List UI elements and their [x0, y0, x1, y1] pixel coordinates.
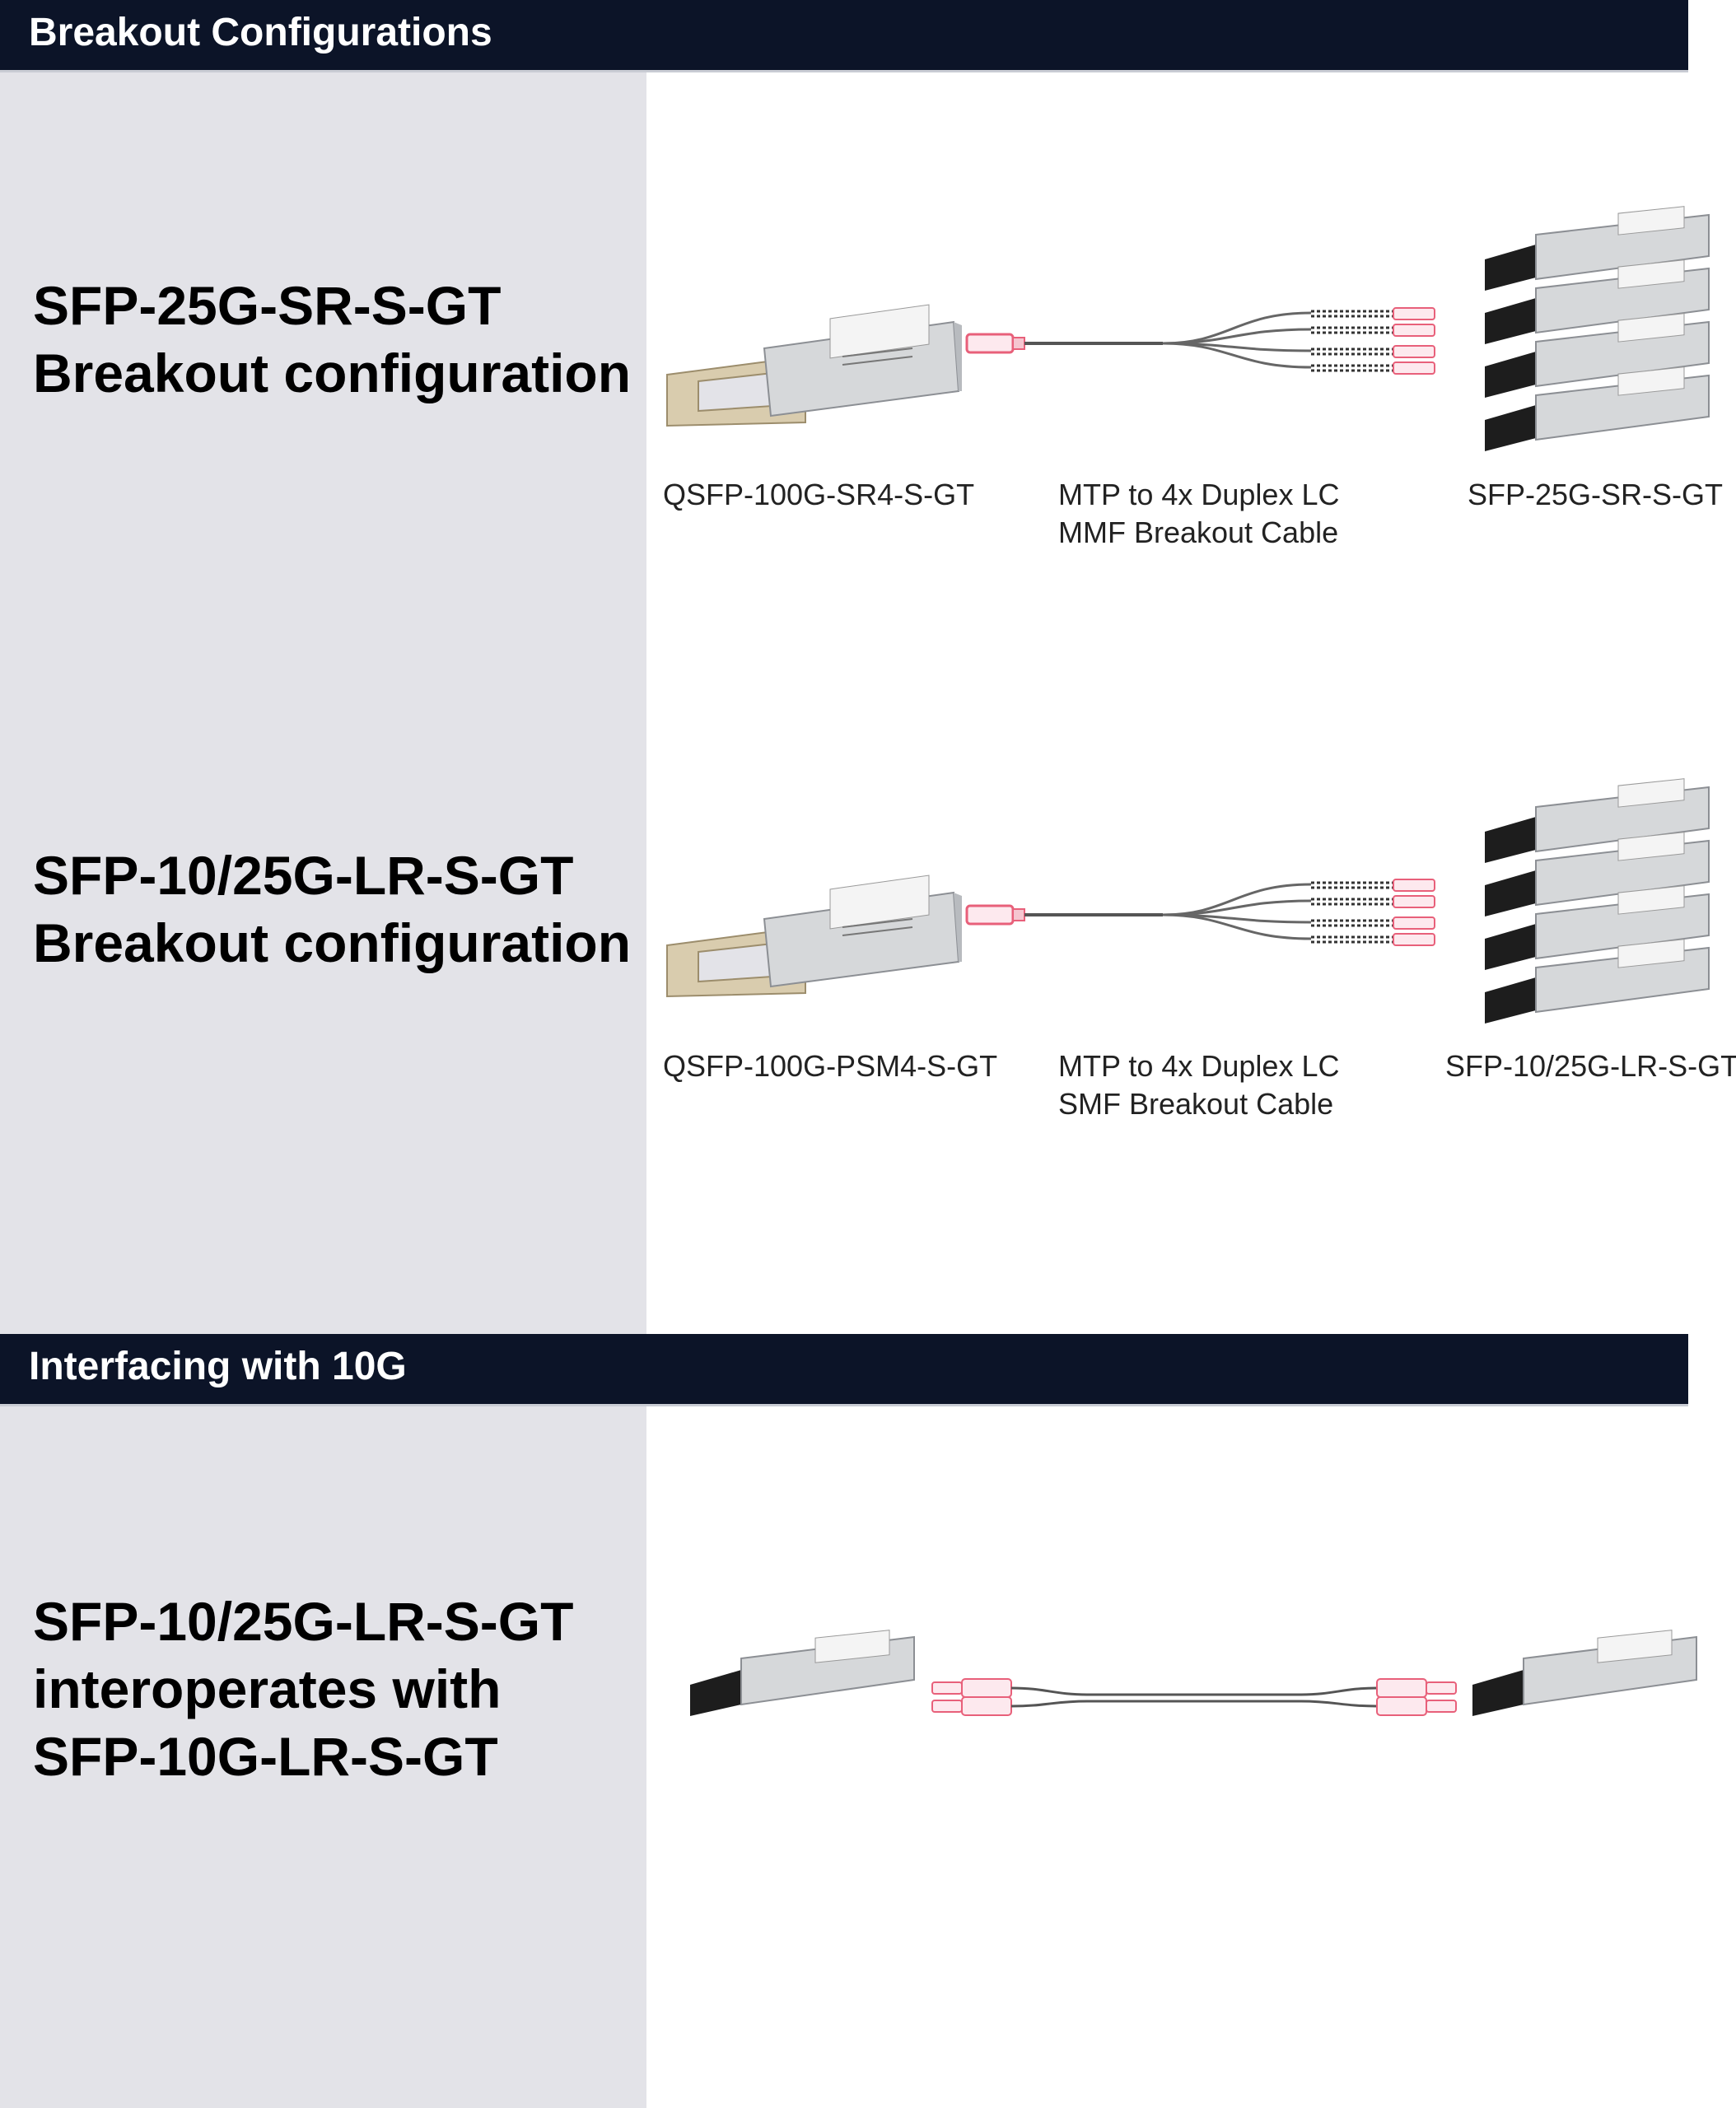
label-sfp-lr: SFP-10/25G-LR-S-GT	[1445, 1049, 1736, 1083]
breakout-cable-icon	[965, 879, 1435, 946]
left-panel-breakout	[0, 72, 646, 1334]
section-header-breakout: Breakout Configurations	[0, 0, 1688, 70]
interop-heading: SFP-10/25G-LR-S-GT interoperates with SF…	[33, 1591, 574, 1787]
section-header-10g: Interfacing with 10G	[0, 1334, 1688, 1404]
sfp-module-icon	[1472, 1630, 1697, 1716]
config-heading-lr: SFP-10/25G-LR-S-GT Breakout configuratio…	[33, 845, 632, 973]
divider	[0, 70, 1688, 72]
label-cable-mmf: MTP to 4x Duplex LC MMF Breakout Cable	[1058, 478, 1340, 549]
qsfp-module-icon	[666, 304, 962, 427]
section-title: Breakout Configurations	[29, 11, 492, 54]
sfp-module-icon	[690, 1630, 915, 1716]
qsfp-module-icon	[666, 874, 962, 998]
label-qsfp-sr4: QSFP-100G-SR4-S-GT	[663, 478, 975, 511]
label-cable-smf: MTP to 4x Duplex LC SMF Breakout Cable	[1058, 1049, 1340, 1121]
label-qsfp-psm4: QSFP-100G-PSM4-S-GT	[663, 1049, 998, 1083]
config-heading-sr: SFP-25G-SR-S-GT Breakout configuration	[33, 275, 632, 403]
label-sfp-sr: SFP-25G-SR-S-GT	[1468, 478, 1724, 511]
section-title: Interfacing with 10G	[29, 1345, 407, 1388]
sfp-module-stack-icon	[1484, 206, 1710, 452]
breakout-cable-icon	[965, 307, 1435, 375]
left-panel-10g	[0, 1406, 646, 2108]
sfp-module-stack-icon	[1484, 778, 1710, 1024]
duplex-patch-cable-icon	[931, 1678, 1457, 1716]
divider	[0, 1404, 1688, 1406]
